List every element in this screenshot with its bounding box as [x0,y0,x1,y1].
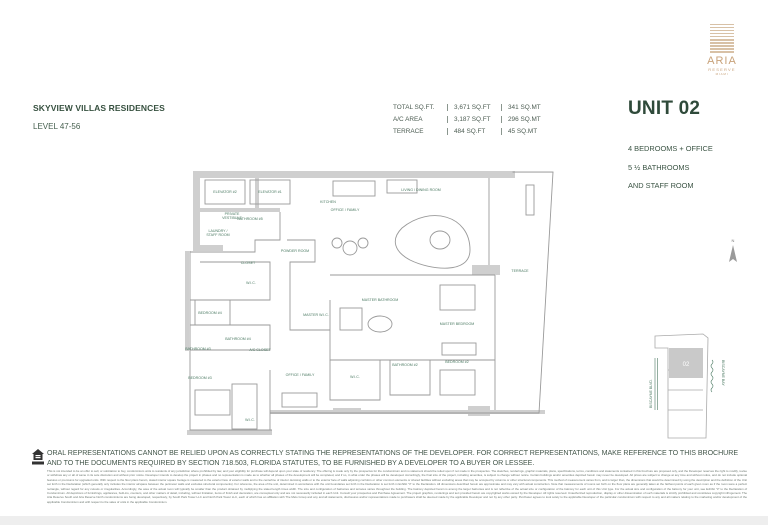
area-sqmt: 296 SQ.MT [501,116,551,123]
room-label: W.I.C. [350,375,360,379]
room-label: BATHROOM #2 [392,363,418,367]
area-label: TOTAL SQ.FT. [393,104,435,111]
room-label: TERRACE [511,269,529,273]
room-label: ELEVATOR #1 [258,190,282,194]
room-label: STAFF ROOM [206,233,229,237]
area-sqft: 3,671 SQ.FT [447,104,501,111]
room-label: BATHROOM #3 [185,347,211,351]
logo-city: MIAMI [715,71,729,76]
room-label: LIVING / DINING ROOM [401,188,441,192]
project-title: SKYVIEW VILLAS RESIDENCES [33,103,165,113]
logo-sub: RESERVE [708,66,736,72]
street-label: BISCAYNE BLVD. [649,379,653,408]
area-sqmt: 45 SQ.MT [501,128,551,135]
room-label: BATHROOM #4 [225,337,251,341]
bay-label: BISCAYNE BAY [721,360,725,386]
unit-title: UNIT 02 [628,98,701,119]
room-label: OFFICE / FAMILY [331,208,360,212]
room-label: BEDROOM #3 [188,376,212,380]
unit-feature: 5 ½ BATHROOMS [628,163,690,172]
room-label: W.I.C. [245,418,255,422]
room-label: POWDER ROOM [281,249,309,253]
area-sqmt: 341 SQ.MT [501,104,551,111]
area-sqft: 3,187 SQ.FT [447,116,501,123]
room-label: OFFICE / FAMILY [286,373,315,377]
unit-feature: AND STAFF ROOM [628,181,694,190]
legal-disclaimer: ORAL REPRESENTATIONS CANNOT BE RELIED UP… [47,449,739,467]
equal-housing-icon [32,449,44,465]
room-label: MASTER BATHROOM [362,298,398,302]
room-label: A/C CLOSET [249,348,271,352]
room-label: BEDROOM #2 [445,360,469,364]
room-label: VESTIBULE [222,216,242,220]
room-label: ELEVATOR #2 [213,190,237,194]
north-arrow-icon: N [729,238,737,262]
area-label: TERRACE [393,128,424,135]
svg-text:N: N [732,238,735,243]
room-label: MASTER BEDROOM [440,322,475,326]
room-label: BEDROOM #4 [198,311,222,315]
area-sqft: 484 SQ.FT [447,128,501,135]
key-map: 02 BISCAYNE BLVD. BISCAYNE BAY [649,333,725,439]
level-range: LEVEL 47-56 [33,122,81,131]
area-label: A/C AREA [393,116,423,123]
logo-name: ARIA [707,54,737,67]
unit-highlight [669,348,703,378]
floor-plan: ELEVATOR #2 ELEVATOR #1 PRIVATE VESTIBUL… [185,171,554,435]
room-label: BATHROOM #5 [237,217,263,221]
footer-bar [0,516,768,525]
fine-print: This is not intended to be an offer to s… [47,469,747,504]
room-label: LAUNDRY / [208,229,227,233]
unit-feature: 4 BEDROOMS + OFFICE [628,144,713,153]
room-label: MASTER W.I.C. [303,313,329,317]
aria-reserve-logo: ARIA RESERVE MIAMI [702,22,742,76]
keymap-unit: 02 [683,362,690,368]
room-label: CLOSET [241,261,256,265]
room-label: PRIVATE [225,212,240,216]
room-label: KITCHEN [320,200,336,204]
room-label: W.I.C. [246,281,256,285]
